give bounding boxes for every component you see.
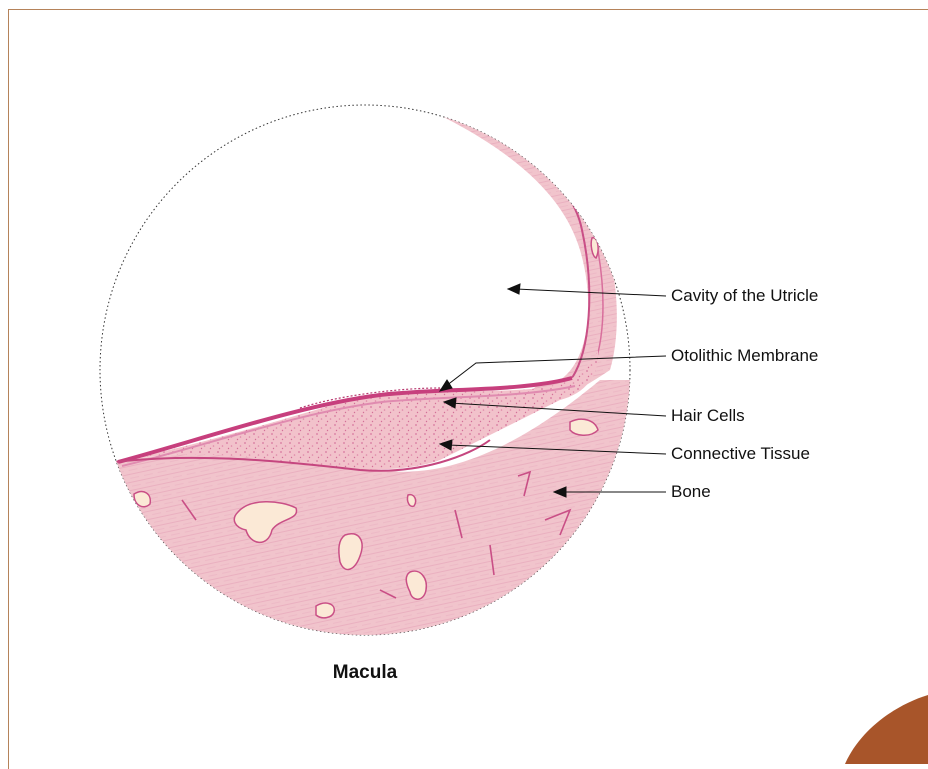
figure-caption: Macula — [310, 662, 420, 684]
label-bone: Bone — [671, 482, 711, 502]
corner-accent — [845, 695, 928, 764]
label-connective-tissue: Connective Tissue — [671, 444, 810, 464]
label-cavity-of-the-utricle: Cavity of the Utricle — [671, 286, 818, 306]
label-otolithic-membrane: Otolithic Membrane — [671, 346, 818, 366]
label-hair-cells: Hair Cells — [671, 406, 745, 426]
